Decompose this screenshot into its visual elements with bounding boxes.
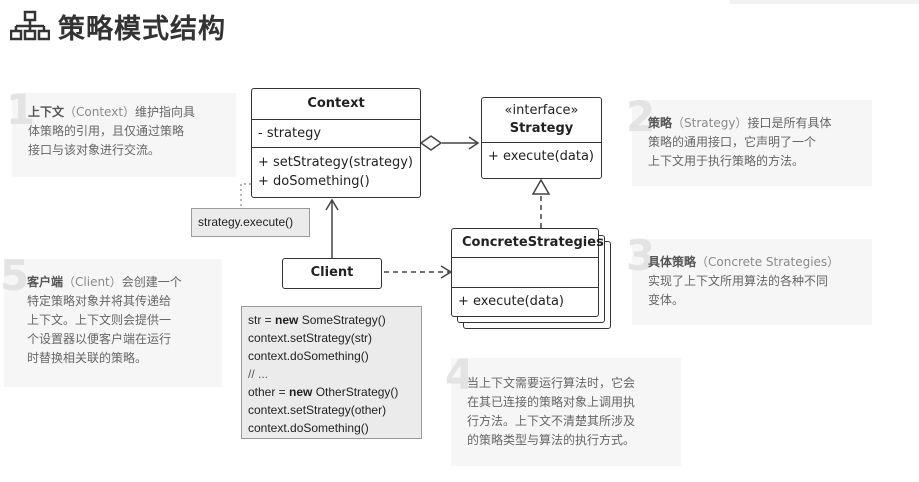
code-line: context.setStrategy(other) — [248, 403, 387, 417]
top-edge-bar — [730, 0, 919, 4]
class-fields-empty — [452, 257, 598, 287]
client-class: Client — [282, 258, 382, 289]
aggregation-diamond — [419, 135, 443, 151]
association-arrowhead — [325, 198, 339, 211]
note-title: 上下文 — [28, 105, 65, 119]
note-number: 4 — [445, 350, 475, 399]
note-title: 客户端 — [27, 275, 64, 289]
class-method: + execute(data) — [452, 287, 598, 315]
interface-method: + execute(data) — [482, 142, 601, 170]
note-strategy: 2 策略（Strategy）接口是所有具体 策略的通用接口，它声明了一个 上下文… — [626, 96, 872, 186]
class-methods: + setStrategy(strategy) + doSomething() — [252, 147, 420, 195]
stereotype: «interface» — [504, 103, 579, 118]
note-number: 1 — [6, 85, 36, 134]
note-number: 2 — [626, 92, 656, 141]
note-client: 5 客户端（Client）会创建一个 特定策略对象并将其传递给 上下文。上下文则… — [0, 255, 222, 387]
context-class: Context - strategy + setStrategy(strateg… — [251, 88, 421, 198]
note-title: 策略 — [648, 116, 673, 130]
client-code-note: str = new SomeStrategy() context.setStra… — [241, 306, 422, 439]
note-context: 1 上下文（Context）维护指向具 体策略的引用，且仅通过策略 接口与该对象… — [6, 89, 236, 177]
concrete-strategies-class: ConcreteStrategies + execute(data) — [451, 228, 604, 317]
execute-callout: strategy.execute() — [191, 208, 310, 237]
note-title: 具体策略 — [648, 255, 697, 269]
aggregation-arrowhead — [468, 136, 480, 150]
class-name: Strategy — [509, 121, 574, 136]
page-title: 策略模式结构 — [58, 13, 226, 45]
code-line: other = new OtherStrategy() — [248, 385, 399, 399]
note-execution: 4 当上下文需要运行算法时，它会 在其已连接的策略对象上调用执 行方法。上下文不… — [445, 354, 681, 466]
class-name: Context — [307, 96, 365, 111]
realization-triangle — [531, 178, 551, 195]
code-line: context.setStrategy(str) — [248, 331, 373, 345]
callout-connector — [240, 183, 251, 208]
class-field: - strategy — [252, 119, 420, 147]
note-concrete-strategies: 3 具体策略（Concrete Strategies） 实现了上下文所用算法的各… — [626, 235, 872, 325]
code-line: str = new SomeStrategy() — [248, 313, 386, 327]
strategy-interface: «interface» Strategy + execute(data) — [481, 97, 602, 179]
page-header: 策略模式结构 — [10, 6, 226, 46]
code-line: context.doSomething() — [248, 349, 369, 363]
class-name: Client — [310, 265, 354, 280]
code-comment: // ... — [248, 367, 269, 381]
class-name: ConcreteStrategies — [462, 235, 604, 250]
hierarchy-icon — [10, 10, 50, 41]
code-line: context.doSomething() — [248, 421, 369, 435]
note-number: 5 — [0, 251, 30, 300]
note-number: 3 — [626, 231, 656, 280]
